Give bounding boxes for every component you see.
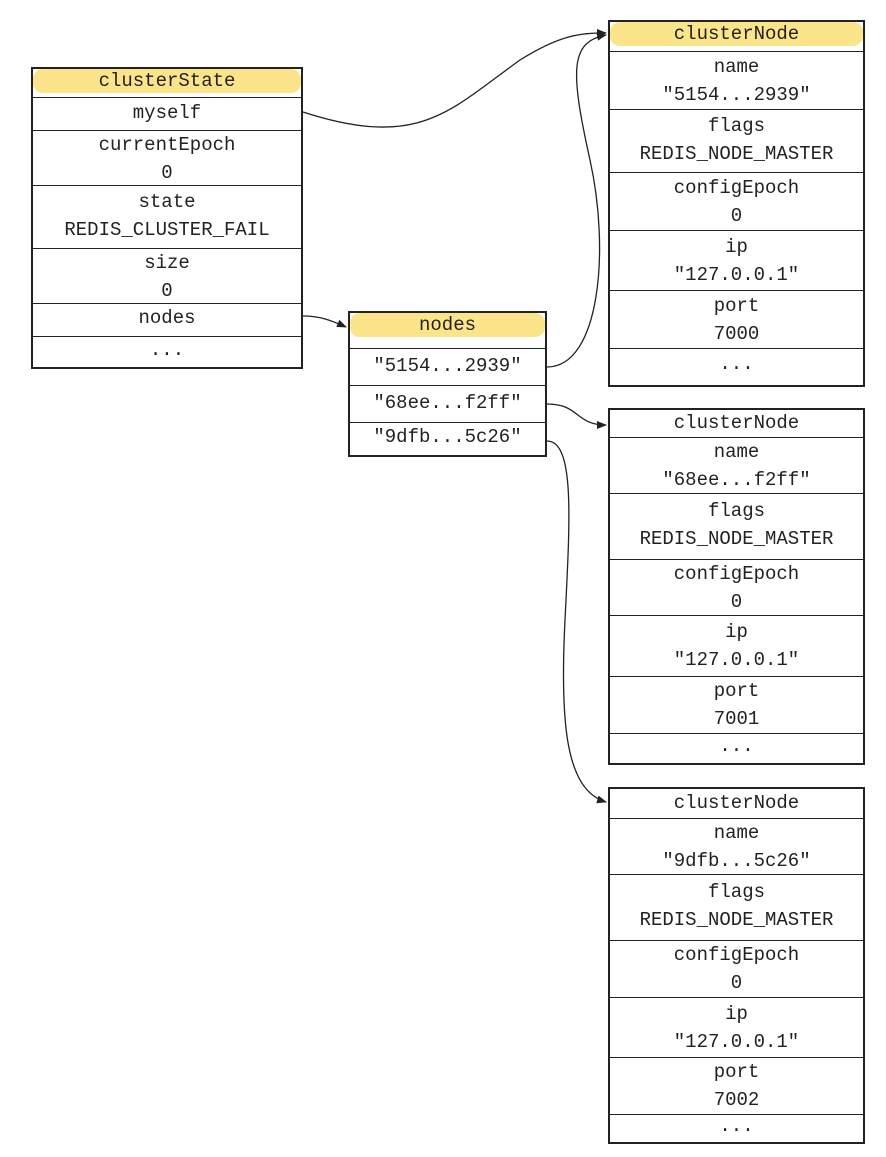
node-more-field: ... <box>719 353 754 375</box>
field-myself: myself <box>33 98 301 131</box>
cluster-state-box: clusterState myself currentEpoch 0 state… <box>31 67 303 369</box>
nodes-dict-entry: "9dfb...5c26" <box>373 426 522 448</box>
cluster-node-title: clusterNode <box>610 22 863 52</box>
node-config-epoch-field: configEpoch 0 <box>610 173 863 231</box>
field-size: size 0 <box>33 249 301 304</box>
nodes-dict-entry: "68ee...f2ff" <box>350 386 545 423</box>
node-more-field: ... <box>719 735 754 757</box>
arrow-nodes-field-to-dict <box>302 315 347 328</box>
node-name-field: name "68ee...f2ff" <box>610 438 863 494</box>
field-nodes: nodes <box>33 304 301 337</box>
node-flags-field: flags REDIS_NODE_MASTER <box>610 875 863 941</box>
arrow-entry-0-to-node-0 <box>546 32 607 368</box>
node-ip-field: ip "127.0.0.1" <box>610 231 863 291</box>
cluster-node-box: clusterNode name "9dfb...5c26" flags RED… <box>608 787 865 1144</box>
node-ip-field: ip "127.0.0.1" <box>610 998 863 1058</box>
arrow-entry-1-to-node-1 <box>546 403 607 429</box>
arrow-myself-to-node-0 <box>302 29 607 128</box>
node-flags-field: flags REDIS_NODE_MASTER <box>610 110 863 173</box>
node-port-field: port 7000 <box>610 291 863 349</box>
nodes-dict-entry: "5154...2939" <box>350 349 545 386</box>
arrow-entry-2-to-node-2 <box>546 440 607 804</box>
node-config-epoch-field: configEpoch 0 <box>610 941 863 998</box>
node-flags-field: flags REDIS_NODE_MASTER <box>610 494 863 560</box>
cluster-node-box: clusterNode name "68ee...f2ff" flags RED… <box>608 408 865 765</box>
field-state: state REDIS_CLUSTER_FAIL <box>33 186 301 249</box>
node-port-field: port 7001 <box>610 677 863 734</box>
cluster-state-title: clusterState <box>33 69 301 98</box>
node-ip-field: ip "127.0.0.1" <box>610 616 863 677</box>
field-current-epoch: currentEpoch 0 <box>33 131 301 186</box>
cluster-node-box: clusterNode name "5154...2939" flags RED… <box>608 20 865 387</box>
node-config-epoch-field: configEpoch 0 <box>610 560 863 616</box>
node-name-field: name "9dfb...5c26" <box>610 819 863 875</box>
nodes-dict-box: nodes "5154...2939" "68ee...f2ff" "9dfb.… <box>348 311 547 457</box>
node-port-field: port 7002 <box>610 1058 863 1115</box>
cluster-node-title: clusterNode <box>610 789 863 819</box>
node-more-field: ... <box>719 1115 754 1137</box>
node-name-field: name "5154...2939" <box>610 52 863 110</box>
field-more: ... <box>149 339 185 361</box>
nodes-dict-title: nodes <box>350 313 545 349</box>
cluster-node-title: clusterNode <box>610 410 863 438</box>
